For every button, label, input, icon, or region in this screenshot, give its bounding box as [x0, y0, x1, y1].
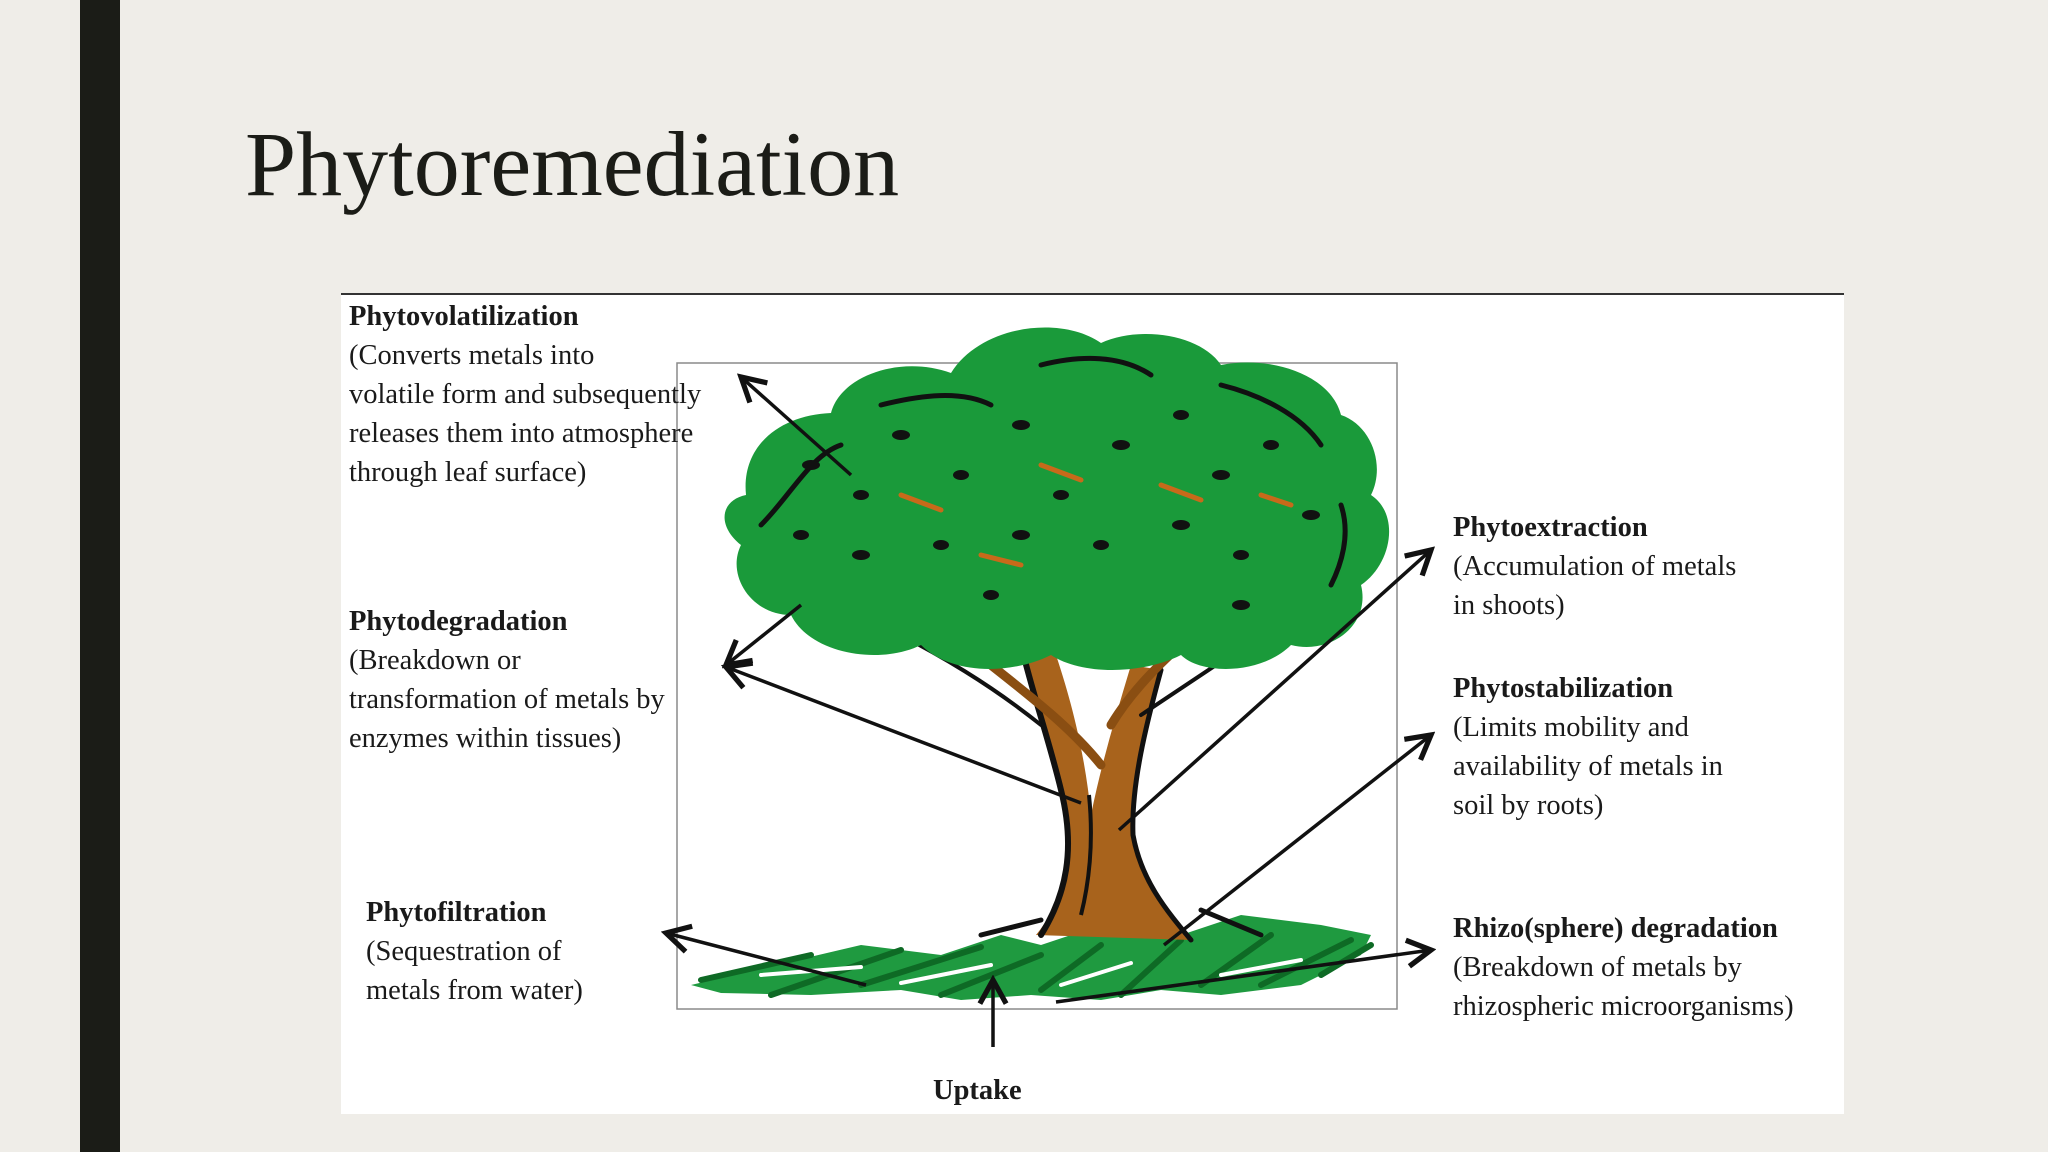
label-phytofiltration-name: Phytofiltration: [366, 897, 547, 928]
process-arrows: [666, 377, 1431, 1047]
slide-title: Phytoremediation: [245, 113, 900, 215]
label-phytostabilization-desc: (Limits mobility and availability of met…: [1453, 712, 1723, 821]
label-phytostabilization-name: Phytostabilization: [1453, 673, 1674, 704]
label-rhizodegradation-name: Rhizo(sphere) degradation: [1453, 913, 1778, 944]
arrow-phytodegradation-2: [726, 667, 1082, 805]
tree-canopy: [724, 327, 1390, 670]
arrow-rhizodegradation: [1055, 950, 1431, 1004]
arrow-phytostabilization: [1162, 735, 1431, 947]
label-phytofiltration: Phytofiltration (Sequestration of metals…: [366, 893, 583, 1010]
tree-illustration: [341, 327, 1844, 1047]
label-phytodegradation-name: Phytodegradation: [349, 606, 568, 637]
label-rhizodegradation: Rhizo(sphere) degradation (Breakdown of …: [1453, 909, 1794, 1026]
label-rhizodegradation-desc: (Breakdown of metals by rhizospheric mic…: [1453, 952, 1794, 1022]
label-phytoextraction: Phytoextraction (Accumulation of metals …: [1453, 508, 1736, 625]
label-phytodegradation-desc: (Breakdown or transformation of metals b…: [349, 645, 665, 754]
label-phytovolatilization: Phytovolatilization (Converts metals int…: [349, 297, 701, 492]
left-accent-bar: [80, 0, 120, 1152]
arrow-phytoextraction: [1117, 550, 1431, 832]
label-phytofiltration-desc: (Sequestration of metals from water): [366, 936, 583, 1006]
label-uptake-name: Uptake: [933, 1075, 1022, 1106]
label-phytoextraction-name: Phytoextraction: [1453, 512, 1648, 543]
label-phytostabilization: Phytostabilization (Limits mobility and …: [1453, 669, 1723, 825]
arrow-phytovolatilization: [741, 377, 853, 477]
label-phytovolatilization-desc: (Converts metals into volatile form and …: [349, 340, 702, 488]
arrow-phytofiltration: [666, 933, 867, 987]
label-phytoextraction-desc: (Accumulation of metals in shoots): [1453, 551, 1737, 621]
arrow-phytodegradation-1: [726, 603, 803, 665]
label-uptake: Uptake: [933, 1071, 1022, 1110]
label-phytodegradation: Phytodegradation (Breakdown or transform…: [349, 602, 665, 758]
phytoremediation-diagram: Phytovolatilization (Converts metals int…: [341, 293, 1844, 1114]
label-phytovolatilization-name: Phytovolatilization: [349, 301, 579, 332]
